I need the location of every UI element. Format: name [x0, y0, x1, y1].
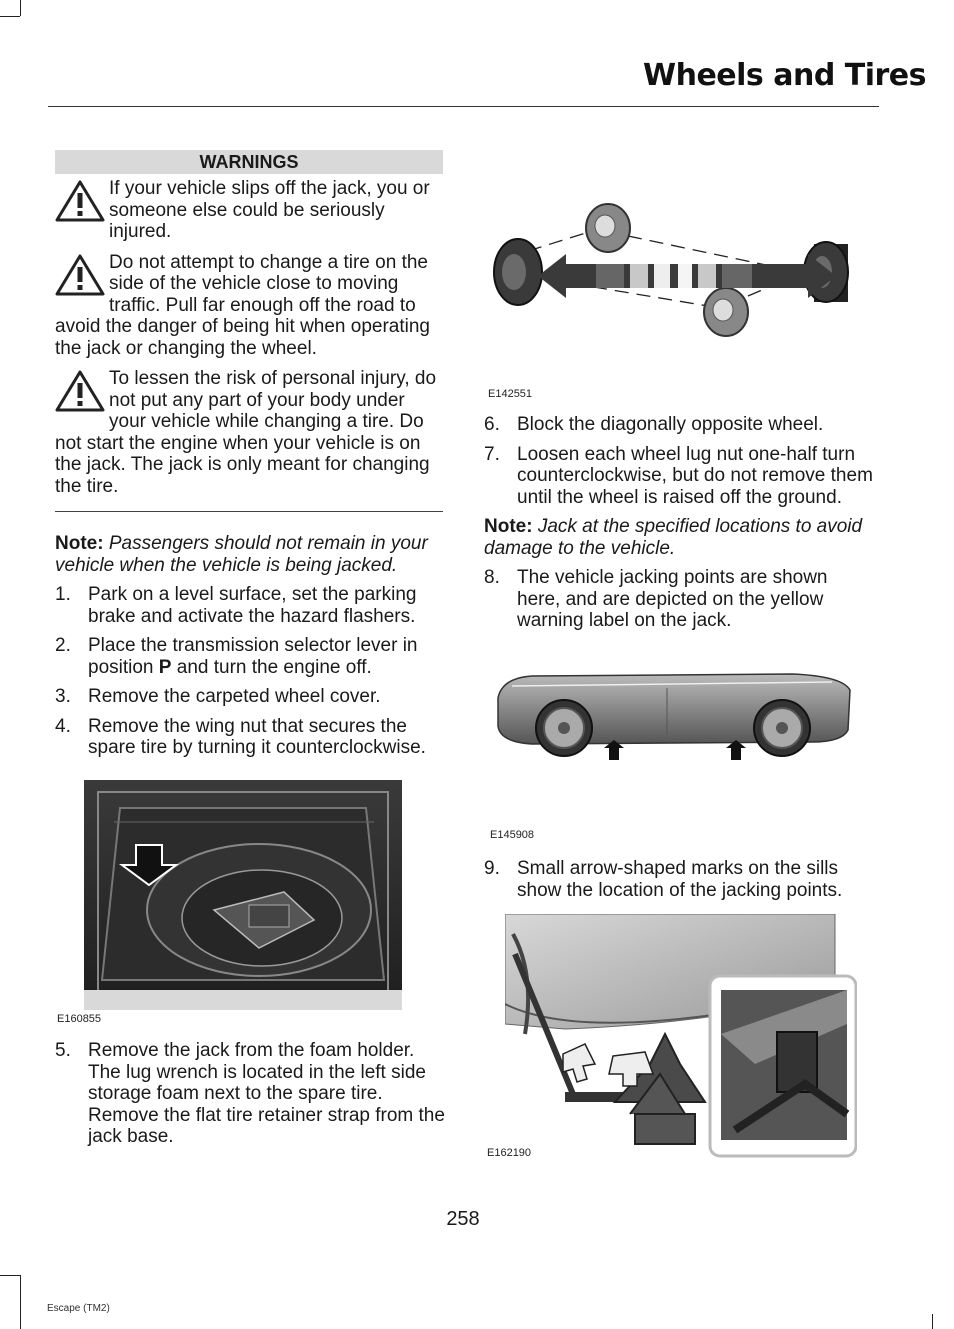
- step-text: Park on a level surface, set the parking…: [88, 584, 417, 627]
- step-number: 2.: [55, 635, 71, 656]
- step-number: 6.: [484, 414, 500, 435]
- step-9-block: 9. Small arrow-shaped marks on the sills …: [484, 850, 876, 901]
- note-passengers: Note: Passengers should not remain in yo…: [55, 533, 443, 576]
- tire-front-left: [493, 238, 543, 306]
- wheel-diagonal-illustration: [493, 203, 849, 337]
- header-rule: [48, 106, 879, 107]
- step-number: 9.: [484, 858, 500, 879]
- warning-item: Do not attempt to change a tire on the s…: [55, 252, 443, 360]
- figure-id: E145908: [490, 829, 535, 841]
- left-column: WARNINGS If your vehicle slips off the j…: [55, 150, 443, 759]
- warning-triangle-icon: [55, 180, 105, 222]
- warning-triangle-icon: [55, 370, 105, 412]
- step-5-block: 5. Remove the jack from the foam holder. …: [55, 1040, 445, 1148]
- warnings-divider: [55, 511, 443, 512]
- figure-id: E162190: [487, 1147, 532, 1159]
- right-column: 6. Block the diagonally opposite wheel. 7…: [484, 406, 876, 632]
- step-text: The vehicle jacking points are shown her…: [517, 567, 828, 631]
- crop-mark: [20, 0, 21, 16]
- warning-item: To lessen the risk of personal injury, d…: [55, 368, 443, 497]
- trunk-spare-tire-illustration: [84, 780, 402, 1010]
- crop-mark: [0, 16, 20, 17]
- note-label: Note:: [55, 533, 104, 554]
- steps-list: 9. Small arrow-shaped marks on the sills …: [484, 858, 876, 901]
- figure-id: E160855: [57, 1013, 102, 1025]
- gear-position: P: [158, 656, 172, 678]
- step-text: Remove the jack from the foam holder. Th…: [88, 1040, 445, 1147]
- note-text: Jack at the specified locations to avoid…: [484, 516, 863, 559]
- list-item: 5. Remove the jack from the foam holder. …: [55, 1040, 445, 1148]
- list-item: 6. Block the diagonally opposite wheel.: [484, 414, 876, 436]
- step-number: 5.: [55, 1040, 71, 1061]
- figure-id: E142551: [488, 388, 533, 400]
- crop-mark: [0, 1275, 20, 1276]
- step-text: Block the diagonally opposite wheel.: [517, 414, 824, 435]
- footer-model: Escape (TM2): [47, 1303, 110, 1314]
- crop-mark: [20, 1275, 21, 1329]
- page-title: Wheels and Tires: [643, 58, 927, 93]
- jack-under-sill-illustration: [505, 914, 857, 1158]
- list-item: 2. Place the transmission selector lever …: [55, 635, 443, 678]
- list-item: 3. Remove the carpeted wheel cover.: [55, 686, 443, 708]
- list-item: 7. Loosen each wheel lug nut one-half tur…: [484, 444, 876, 509]
- list-item: 8. The vehicle jacking points are shown h…: [484, 567, 876, 632]
- page-number: 258: [446, 1208, 480, 1230]
- steps-list: 6. Block the diagonally opposite wheel. 7…: [484, 414, 876, 508]
- warning-triangle-icon: [55, 254, 105, 295]
- crop-mark: [932, 1314, 933, 1329]
- step-text: Small arrow-shaped marks on the sills sh…: [517, 858, 843, 901]
- note-jack-locations: Note: Jack at the specified locations to…: [484, 516, 876, 559]
- step-text: Remove the wing nut that secures the spa…: [88, 715, 426, 759]
- steps-list: 8. The vehicle jacking points are shown h…: [484, 567, 876, 632]
- step-number: 7.: [484, 443, 500, 465]
- list-item: 9. Small arrow-shaped marks on the sills …: [484, 858, 876, 901]
- warning-item: If your vehicle slips off the jack, you …: [55, 178, 443, 243]
- tire-rear-left: [703, 287, 749, 337]
- step-number: 4.: [55, 715, 71, 737]
- warning-text: Do not attempt to change a tire on the s…: [55, 251, 430, 359]
- list-item: 1. Park on a level surface, set the parki…: [55, 584, 443, 627]
- warning-text: To lessen the risk of personal injury, d…: [55, 368, 437, 497]
- step-number: 1.: [55, 584, 71, 605]
- step-text: and turn the engine off.: [171, 656, 372, 678]
- step-number: 8.: [484, 567, 500, 588]
- step-text: Place the transmission selector lever in…: [88, 635, 418, 678]
- warnings-heading: WARNINGS: [55, 150, 443, 174]
- list-item: 4. Remove the wing nut that secures the s…: [55, 716, 443, 759]
- note-label: Note:: [484, 516, 533, 537]
- tire-front-right: [585, 203, 631, 253]
- steps-list: 1. Park on a level surface, set the parki…: [55, 584, 443, 759]
- step-number: 3.: [55, 686, 71, 707]
- step-text: Remove the carpeted wheel cover.: [88, 686, 381, 707]
- step-text: Loosen each wheel lug nut one-half turn …: [517, 443, 873, 508]
- car-jacking-points-illustration: [497, 673, 851, 760]
- warning-text: If your vehicle slips off the jack, you …: [109, 178, 430, 242]
- steps-list: 5. Remove the jack from the foam holder. …: [55, 1040, 445, 1148]
- note-text: Passengers should not remain in your veh…: [55, 533, 428, 576]
